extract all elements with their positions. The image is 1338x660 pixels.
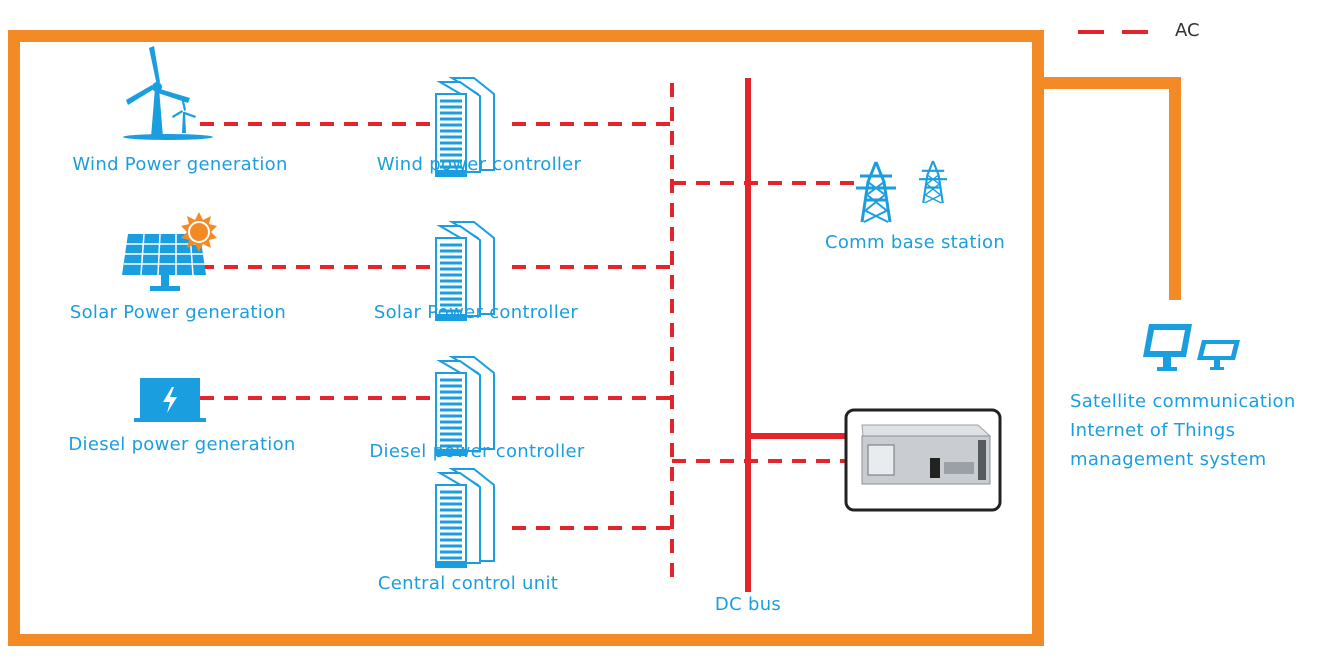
ac-connection-lines: [200, 122, 860, 530]
wind-controller-label: Wind power controller: [376, 154, 582, 175]
satellite-link-line: [1044, 77, 1181, 300]
battery-rack-icon: [844, 408, 1002, 512]
wind-turbine-icon: [123, 46, 213, 140]
solar-generation-label: Solar Power generation: [69, 302, 287, 323]
wind-generation-label: Wind Power generation: [72, 154, 288, 175]
diesel-generation-label: Diesel power generation: [68, 434, 296, 455]
solar-panel-icon: [122, 233, 206, 291]
central-control-unit-label: Central control unit: [377, 573, 559, 594]
system-boundary-frame: [8, 30, 1044, 646]
transmission-tower-icon: [854, 159, 949, 224]
central-control-unit-icon: [434, 467, 496, 569]
diesel-generator-icon: [134, 378, 206, 422]
dc-bus-label: DC bus: [714, 594, 782, 615]
legend-ac-label: AC: [1175, 20, 1200, 41]
satellite-line-1: Satellite communication: [1070, 391, 1296, 412]
satellite-line-2: Internet of Things: [1070, 420, 1236, 441]
satellite-system-label: Satellite communication Internet of Thin…: [1070, 387, 1296, 474]
monitor-icon: [1143, 324, 1240, 371]
solar-controller-label: Solar Power controller: [373, 302, 579, 323]
satellite-line-3: management system: [1070, 449, 1267, 470]
diesel-controller-label: Diesel power controller: [369, 441, 585, 462]
base-station-label: Comm base station: [824, 232, 1006, 253]
sun-icon: [181, 212, 217, 252]
